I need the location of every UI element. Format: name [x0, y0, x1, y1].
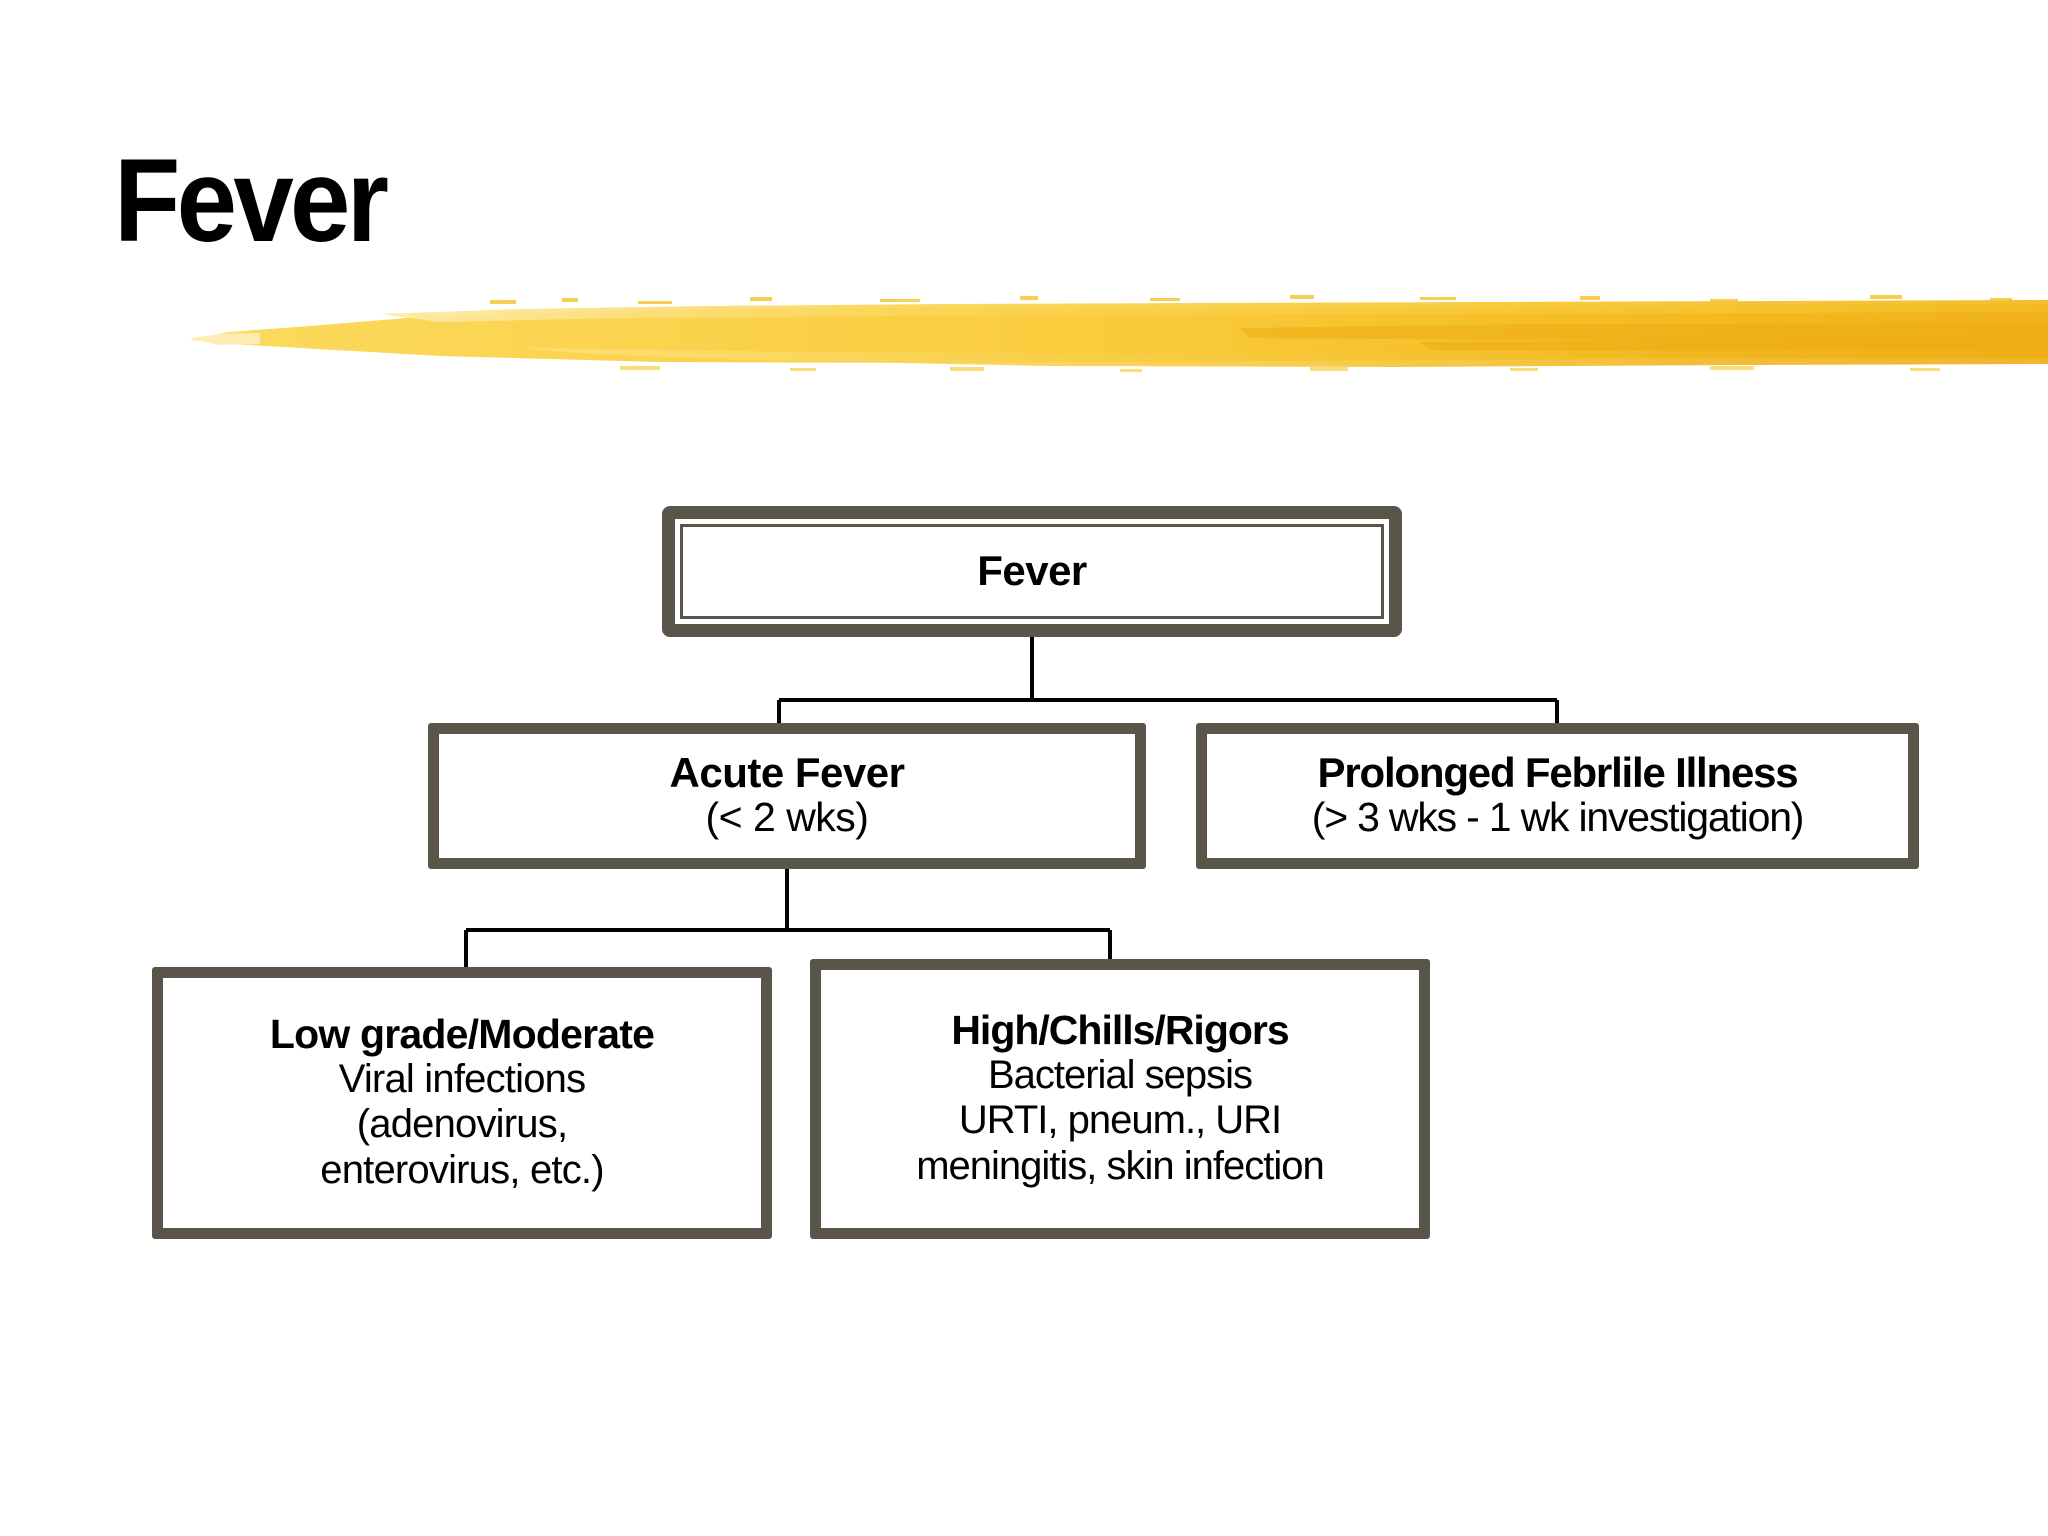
node-low-grade-moderate-line-1: Viral infections [338, 1056, 586, 1101]
node-acute-fever[interactable]: Acute Fever (< 2 wks) [428, 723, 1146, 869]
node-low-grade-moderate-content: Low grade/Moderate Viral infections (ade… [163, 1012, 761, 1193]
node-prolonged-febrile-illness[interactable]: Prolonged Febrlile Illness (> 3 wks - 1 … [1196, 723, 1919, 869]
node-high-chills-rigors-content: High/Chills/Rigors Bacterial sepsis URTI… [821, 1008, 1419, 1189]
node-acute-fever-title: Acute Fever [669, 748, 905, 796]
node-fever-frame: Fever [680, 524, 1384, 619]
page-title: Fever [114, 135, 389, 267]
node-high-chills-rigors[interactable]: High/Chills/Rigors Bacterial sepsis URTI… [810, 959, 1430, 1239]
node-high-chills-rigors-title: High/Chills/Rigors [951, 1007, 1289, 1054]
node-low-grade-moderate-line-2: (adenovirus, [356, 1102, 568, 1147]
node-prolonged-febrile-illness-content: Prolonged Febrlile Illness (> 3 wks - 1 … [1207, 748, 1908, 841]
node-high-chills-rigors-line-1: Bacterial sepsis [987, 1052, 1253, 1097]
node-acute-fever-content: Acute Fever (< 2 wks) [439, 748, 1135, 841]
node-prolonged-febrile-illness-line-1: (> 3 wks - 1 wk investigation) [1311, 794, 1805, 841]
node-fever-content: Fever [683, 549, 1381, 593]
node-prolonged-febrile-illness-title: Prolonged Febrlile Illness [1317, 748, 1799, 796]
node-low-grade-moderate[interactable]: Low grade/Moderate Viral infections (ade… [152, 967, 772, 1239]
node-fever[interactable]: Fever [662, 506, 1402, 637]
node-acute-fever-line-1: (< 2 wks) [705, 794, 869, 841]
node-low-grade-moderate-line-3: enterovirus, etc.) [320, 1147, 604, 1192]
node-high-chills-rigors-line-2: URTI, pneum., URI [958, 1098, 1282, 1143]
node-high-chills-rigors-line-3: meningitis, skin infection [916, 1143, 1325, 1188]
node-low-grade-moderate-title: Low grade/Moderate [269, 1011, 655, 1058]
node-fever-title: Fever [977, 547, 1087, 595]
